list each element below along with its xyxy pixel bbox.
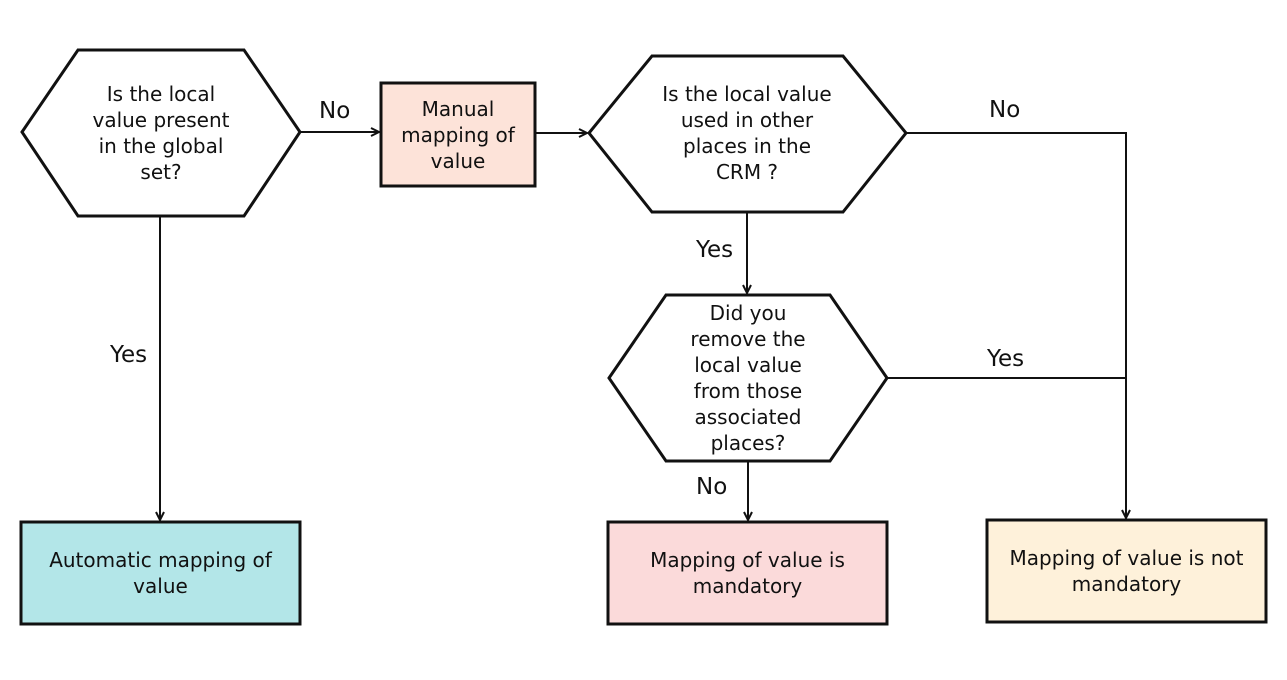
mandatory-box xyxy=(606,520,889,626)
decision-removed-label: Did you remove the local value from thos… xyxy=(690,301,806,455)
manual-mapping-box xyxy=(379,81,537,188)
automatic-mapping-label: Automatic mapping of value xyxy=(49,548,272,598)
edge-label-q3-yes: Yes xyxy=(987,346,1025,372)
automatic-mapping-box xyxy=(19,520,302,626)
edge-label-q2-yes: Yes xyxy=(696,237,734,263)
manual-mapping-label: Manual mapping of value xyxy=(401,96,515,173)
mandatory-label: Mapping of value is mandatory xyxy=(650,548,845,598)
decision-global-set-label: Is the local value present in the global… xyxy=(92,82,230,184)
edge-label-q1-yes: Yes xyxy=(110,342,148,368)
not-mandatory-label: Mapping of value is not mandatory xyxy=(1009,546,1244,596)
edge-label-q3-no: No xyxy=(696,474,728,500)
not-mandatory-box xyxy=(985,518,1268,624)
edge-label-q1-no: No xyxy=(319,98,351,124)
edge-label-q2-no: No xyxy=(989,97,1021,123)
decision-used-elsewhere-label: Is the local value used in other places … xyxy=(662,82,832,184)
edge-q2-no xyxy=(906,132,1126,518)
